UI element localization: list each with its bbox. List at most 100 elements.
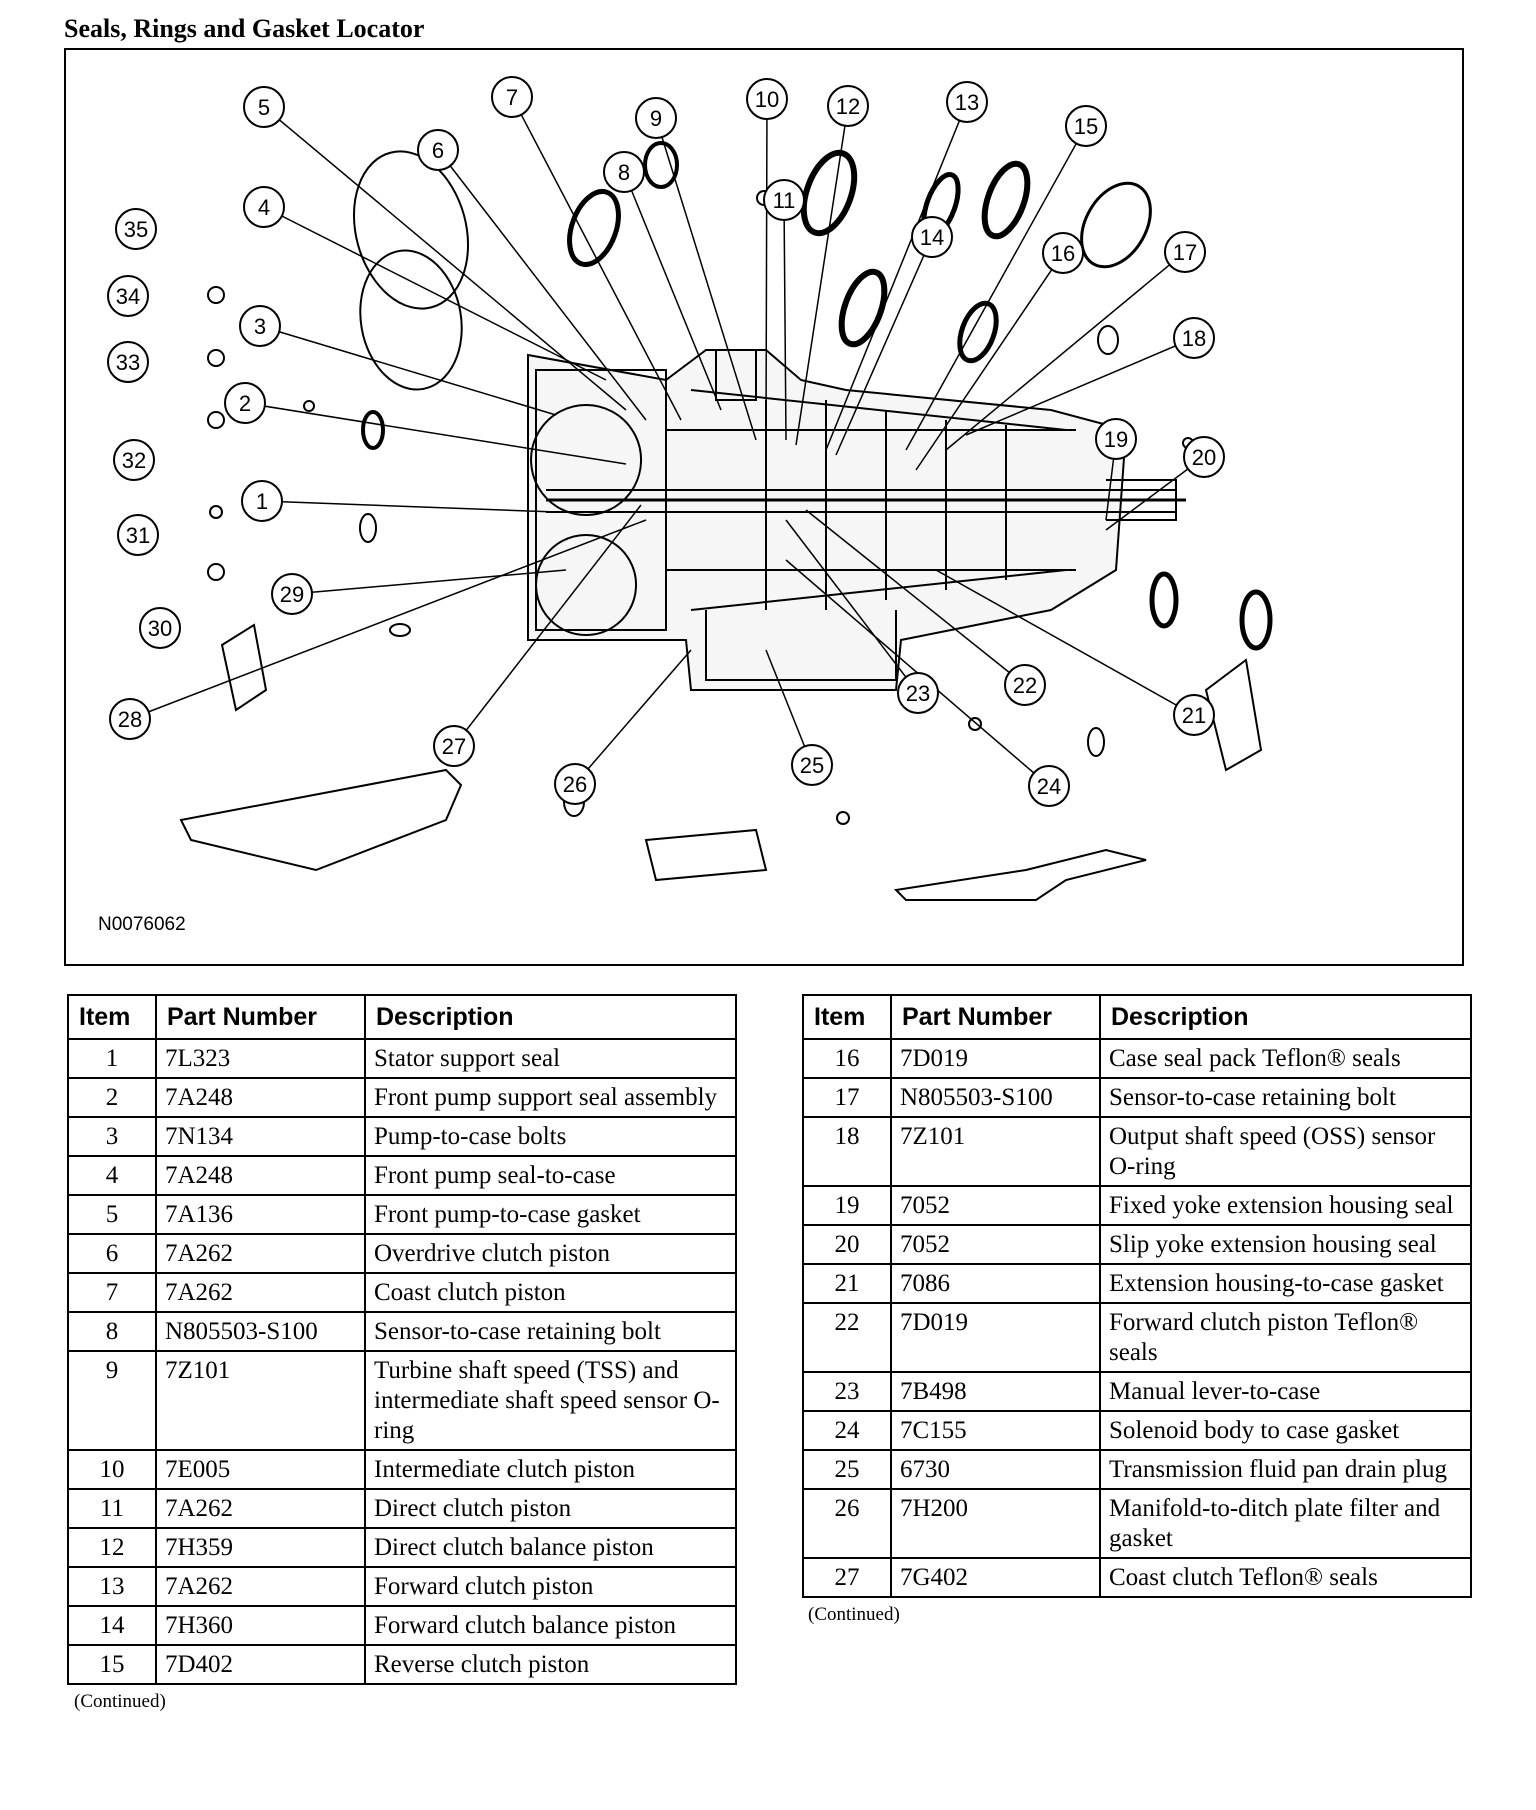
callout-circle <box>1095 418 1137 460</box>
callout-28: 28 <box>109 698 151 740</box>
figure-id: N0076062 <box>98 914 186 935</box>
item-cell: 25 <box>802 1449 892 1490</box>
callout-number: 18 <box>1182 326 1206 351</box>
part-number-cell: N805503-S100 <box>155 1311 366 1352</box>
leader-line <box>655 117 757 441</box>
description-cell: Front pump-to-case gasket <box>364 1194 737 1235</box>
callout-number: 12 <box>836 94 860 119</box>
leader-line <box>935 569 1195 716</box>
continued-note-right: (Continued) <box>808 1604 900 1625</box>
callout-number: 8 <box>618 160 630 185</box>
item-cell: 23 <box>802 1371 892 1412</box>
description-cell: Extension housing-to-case gasket <box>1099 1263 1472 1304</box>
leader-line <box>453 504 642 747</box>
callout-number: 24 <box>1037 774 1061 799</box>
callout-number: 11 <box>773 188 796 213</box>
callout-number: 33 <box>116 350 140 375</box>
callout-number: 7 <box>506 85 518 110</box>
part-number-cell: 7086 <box>890 1263 1101 1304</box>
item-cell: 3 <box>67 1116 157 1157</box>
part-number-cell: 7A248 <box>155 1077 366 1118</box>
description-cell: Overdrive clutch piston <box>364 1233 737 1274</box>
callout-12: 12 <box>827 85 869 127</box>
part-number-cell: 7G402 <box>890 1557 1101 1598</box>
item-cell: 19 <box>802 1185 892 1226</box>
part-number-cell: 7052 <box>890 1185 1101 1226</box>
part-number-cell: 7D402 <box>155 1644 366 1685</box>
leader-line <box>915 252 1064 471</box>
callout-35: 35 <box>115 208 157 250</box>
description-cell: Output shaft speed (OSS) sensor O-ring <box>1099 1116 1472 1187</box>
part-number-cell: 7A262 <box>155 1566 366 1607</box>
item-cell: 6 <box>67 1233 157 1274</box>
callout-18: 18 <box>1173 317 1215 359</box>
callout-14: 14 <box>911 216 953 258</box>
item-cell: 27 <box>802 1557 892 1598</box>
part-number-cell: N805503-S100 <box>890 1077 1101 1118</box>
header-description: Description <box>364 994 737 1040</box>
callout-number: 3 <box>254 314 266 339</box>
callout-1: 1 <box>241 480 283 522</box>
description-cell: Manual lever-to-case <box>1099 1371 1472 1412</box>
exploded-parts <box>179 141 1273 901</box>
leader-line <box>783 199 787 441</box>
callout-circle <box>1028 765 1070 807</box>
callout-number: 32 <box>122 448 146 473</box>
callout-circle <box>224 382 266 424</box>
description-cell: Stator support seal <box>364 1038 737 1079</box>
callout-number: 1 <box>256 489 268 514</box>
description-cell: Forward clutch balance piston <box>364 1605 737 1646</box>
callout-circle <box>1183 436 1225 478</box>
description-cell: Front pump support seal assembly <box>364 1077 737 1118</box>
leader-line <box>261 500 557 513</box>
callout-number: 35 <box>124 217 148 242</box>
callout-19: 19 <box>1095 418 1137 460</box>
description-cell: Coast clutch Teflon® seals <box>1099 1557 1472 1598</box>
leader-line <box>574 649 692 785</box>
callout-number: 17 <box>1173 240 1197 265</box>
description-cell: Manifold-to-ditch plate filter and gaske… <box>1099 1488 1472 1559</box>
item-cell: 9 <box>67 1350 157 1451</box>
callout-13: 13 <box>946 81 988 123</box>
leader-line <box>765 98 768 431</box>
callout-circle <box>433 725 475 767</box>
callout-number: 21 <box>1182 703 1206 728</box>
item-cell: 18 <box>802 1116 892 1187</box>
callout-circle <box>554 763 596 805</box>
callout-circle <box>491 76 533 118</box>
callout-circle <box>139 607 181 649</box>
callout-number: 14 <box>920 225 944 250</box>
transmission-housing <box>527 349 1186 691</box>
callout-circle <box>107 341 149 383</box>
part-number-cell: 7A136 <box>155 1194 366 1235</box>
callout-number: 5 <box>258 95 270 120</box>
callout-number: 30 <box>148 616 172 641</box>
description-cell: Turbine shaft speed (TSS) and intermedia… <box>364 1350 737 1451</box>
callout-circle <box>946 81 988 123</box>
leader-line <box>437 149 647 421</box>
callout-circle <box>603 151 645 193</box>
callout-number: 20 <box>1192 445 1216 470</box>
item-cell: 11 <box>67 1488 157 1529</box>
callout-27: 27 <box>433 725 475 767</box>
callout-34: 34 <box>107 275 149 317</box>
callout-circle <box>1065 105 1107 147</box>
item-cell: 5 <box>67 1194 157 1235</box>
leader-line <box>291 569 567 595</box>
callout-circle <box>791 744 833 786</box>
description-cell: Intermediate clutch piston <box>364 1449 737 1490</box>
